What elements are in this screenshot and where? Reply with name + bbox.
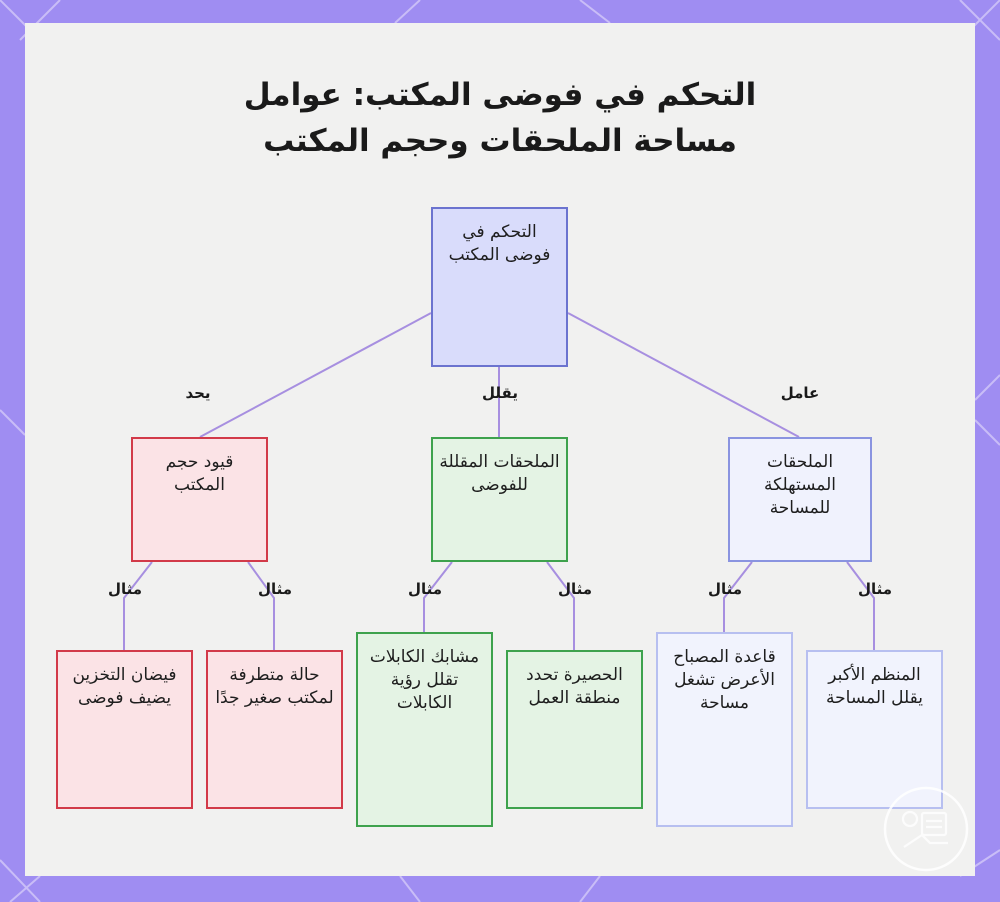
- node-cable-clips: مشابك الكابلات تقلل رؤية الكابلات: [356, 632, 493, 827]
- edge-label-limits: يحد: [185, 384, 210, 402]
- edge-label-example: مثال: [408, 580, 442, 598]
- node-storage-overflow: فيضان التخزين يضيف فوضى: [56, 650, 193, 809]
- edge-root-constraints: [200, 313, 431, 437]
- edge-constraints-extreme: [248, 562, 274, 650]
- node-space-consuming-accessories: الملحقات المستهلكة للمساحة: [728, 437, 872, 562]
- edge-label-factor: عامل: [781, 384, 820, 402]
- node-wide-lamp-base: قاعدة المصباح الأعرض تشغل مساحة: [656, 632, 793, 827]
- edge-label-example: مثال: [108, 580, 142, 598]
- edge-constraints-storage: [124, 562, 152, 650]
- node-desk-mat: الحصيرة تحدد منطقة العمل: [506, 650, 643, 809]
- node-root: التحكم في فوضى المكتب: [431, 207, 568, 367]
- edge-label-reduces: يقلل: [482, 384, 518, 402]
- edge-label-example: مثال: [858, 580, 892, 598]
- node-extreme-small-desk: حالة متطرفة لمكتب صغير جدًا: [206, 650, 343, 809]
- edge-clutter-mat: [547, 562, 574, 650]
- edge-root-space: [568, 313, 799, 437]
- edge-space-organizer: [847, 562, 874, 650]
- node-desk-size-constraints: قيود حجم المكتب: [131, 437, 268, 562]
- edge-label-example: مثال: [258, 580, 292, 598]
- brand-logo-icon: [882, 785, 970, 873]
- edge-label-example: مثال: [558, 580, 592, 598]
- edge-label-example: مثال: [708, 580, 742, 598]
- node-clutter-reducing-accessories: الملحقات المقللة للفوضى: [431, 437, 568, 562]
